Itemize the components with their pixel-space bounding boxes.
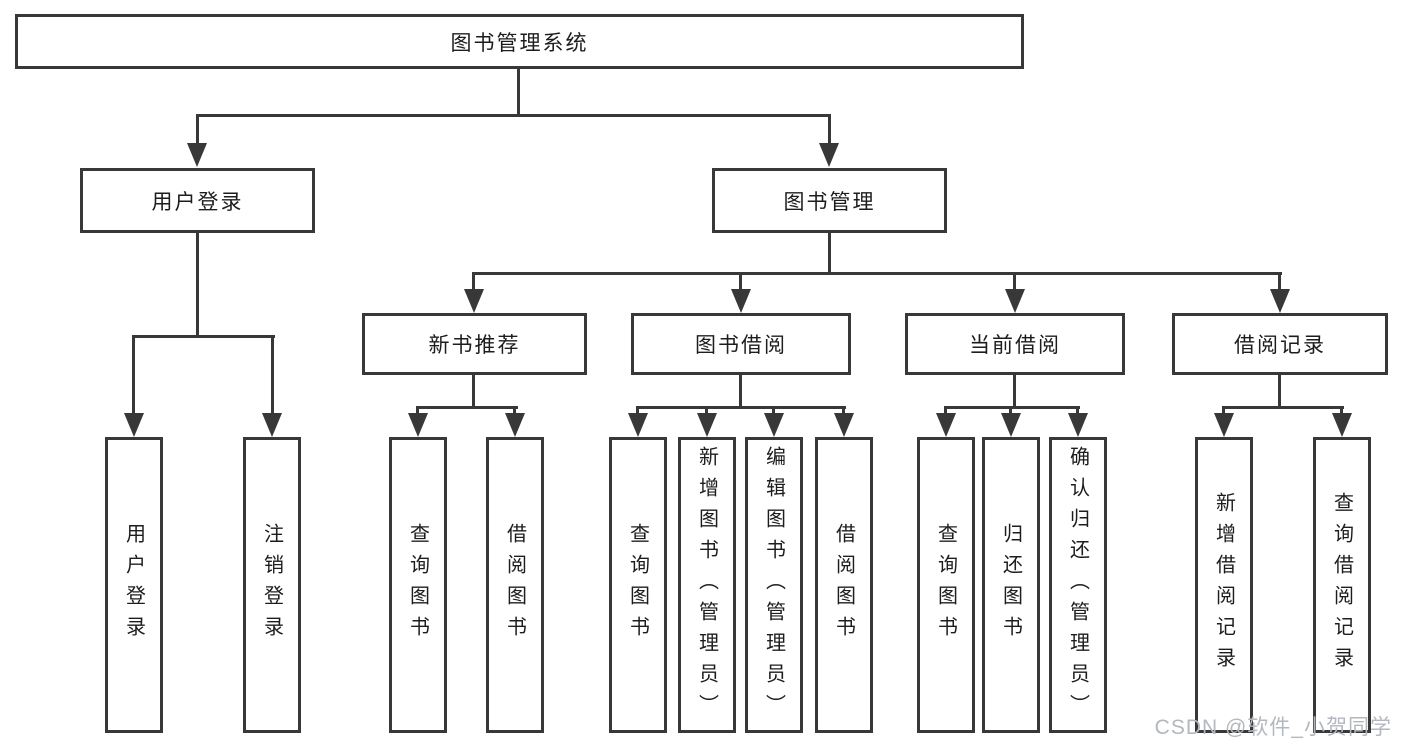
node-library-system-label: 图书管理系统 bbox=[450, 31, 589, 55]
node-book-management-label: 图书管理 bbox=[783, 190, 876, 214]
leaf-add-books-admin: 新增图书（管理员） bbox=[678, 437, 736, 733]
node-new-book-recommend: 新书推荐 bbox=[362, 313, 587, 375]
connector-line bbox=[196, 233, 199, 337]
arrow-down-icon bbox=[819, 143, 839, 167]
leaf-confirm-return-admin-label: 确认归还（管理员） bbox=[1066, 445, 1089, 725]
connector-line bbox=[944, 406, 1080, 409]
connector-line bbox=[132, 335, 135, 415]
leaf-edit-books-admin-label: 编辑图书（管理员） bbox=[762, 445, 785, 725]
node-book-borrowing: 图书借阅 bbox=[631, 313, 851, 375]
leaf-query-books-borrowing-label: 查询图书 bbox=[626, 523, 649, 647]
leaf-borrow-books-recommend-label: 借阅图书 bbox=[503, 523, 526, 647]
arrow-down-icon bbox=[1270, 289, 1290, 313]
leaf-return-books-label: 归还图书 bbox=[999, 523, 1022, 647]
connector-line bbox=[196, 114, 199, 145]
node-book-borrowing-label: 图书借阅 bbox=[695, 334, 787, 357]
connector-line bbox=[1013, 272, 1016, 296]
leaf-query-borrow-record-label: 查询借阅记录 bbox=[1330, 492, 1353, 678]
connector-line bbox=[472, 375, 475, 408]
connector-line bbox=[1222, 406, 1344, 409]
connector-line bbox=[1013, 375, 1016, 408]
leaf-query-books-borrowing: 查询图书 bbox=[609, 437, 667, 733]
connector-line bbox=[1278, 375, 1281, 408]
node-borrowing-records-label: 借阅记录 bbox=[1234, 334, 1326, 357]
node-new-book-recommend-label: 新书推荐 bbox=[428, 334, 521, 357]
leaf-add-borrow-record: 新增借阅记录 bbox=[1195, 437, 1253, 733]
connector-line bbox=[472, 272, 1282, 275]
leaf-confirm-return-admin: 确认归还（管理员） bbox=[1049, 437, 1107, 733]
arrow-down-icon bbox=[464, 289, 484, 313]
connector-line bbox=[196, 114, 831, 117]
connector-line bbox=[636, 406, 846, 409]
leaf-borrow-books: 借阅图书 bbox=[815, 437, 873, 733]
connector-line bbox=[517, 69, 520, 116]
node-borrowing-records: 借阅记录 bbox=[1172, 313, 1388, 375]
arrow-down-icon bbox=[936, 413, 956, 437]
arrow-down-icon bbox=[262, 413, 282, 437]
leaf-add-borrow-record-label: 新增借阅记录 bbox=[1212, 492, 1235, 678]
node-user-login-label: 用户登录 bbox=[151, 190, 244, 214]
leaf-logout-label: 注销登录 bbox=[260, 523, 283, 647]
arrow-down-icon bbox=[1001, 413, 1021, 437]
connector-line bbox=[271, 335, 274, 415]
connector-line bbox=[828, 114, 831, 145]
node-current-borrowing-label: 当前借阅 bbox=[969, 334, 1061, 357]
leaf-add-books-admin-label: 新增图书（管理员） bbox=[695, 445, 718, 725]
leaf-edit-books-admin: 编辑图书（管理员） bbox=[745, 437, 803, 733]
connector-line bbox=[739, 272, 742, 296]
node-current-borrowing: 当前借阅 bbox=[905, 313, 1125, 375]
connector-line bbox=[1278, 272, 1281, 296]
node-book-management: 图书管理 bbox=[712, 168, 947, 233]
arrow-down-icon bbox=[408, 413, 428, 437]
node-user-login: 用户登录 bbox=[80, 168, 315, 233]
node-library-system: 图书管理系统 bbox=[15, 14, 1024, 69]
connector-line bbox=[416, 406, 518, 409]
leaf-borrow-books-recommend: 借阅图书 bbox=[486, 437, 544, 733]
connector-line bbox=[472, 272, 475, 296]
watermark: CSDN @软件_小贺同学 bbox=[1154, 716, 1392, 739]
leaf-query-books-current-label: 查询图书 bbox=[934, 523, 957, 647]
leaf-return-books: 归还图书 bbox=[982, 437, 1040, 733]
arrow-down-icon bbox=[834, 413, 854, 437]
arrow-down-icon bbox=[731, 289, 751, 313]
arrow-down-icon bbox=[187, 143, 207, 167]
arrow-down-icon bbox=[697, 413, 717, 437]
connector-line bbox=[739, 375, 742, 408]
leaf-logout: 注销登录 bbox=[243, 437, 301, 733]
arrow-down-icon bbox=[1068, 413, 1088, 437]
arrow-down-icon bbox=[1214, 413, 1234, 437]
leaf-user-login-label: 用户登录 bbox=[122, 523, 145, 647]
arrow-down-icon bbox=[764, 413, 784, 437]
leaf-borrow-books-label: 借阅图书 bbox=[832, 523, 855, 647]
leaf-user-login: 用户登录 bbox=[105, 437, 163, 733]
leaf-query-books-recommend: 查询图书 bbox=[389, 437, 447, 733]
leaf-query-borrow-record: 查询借阅记录 bbox=[1313, 437, 1371, 733]
arrow-down-icon bbox=[505, 413, 525, 437]
arrow-down-icon bbox=[628, 413, 648, 437]
arrow-down-icon bbox=[1005, 289, 1025, 313]
arrow-down-icon bbox=[124, 413, 144, 437]
leaf-query-books-current: 查询图书 bbox=[917, 437, 975, 733]
leaf-query-books-recommend-label: 查询图书 bbox=[406, 523, 429, 647]
connector-line bbox=[828, 233, 831, 274]
connector-line bbox=[132, 335, 275, 338]
arrow-down-icon bbox=[1332, 413, 1352, 437]
